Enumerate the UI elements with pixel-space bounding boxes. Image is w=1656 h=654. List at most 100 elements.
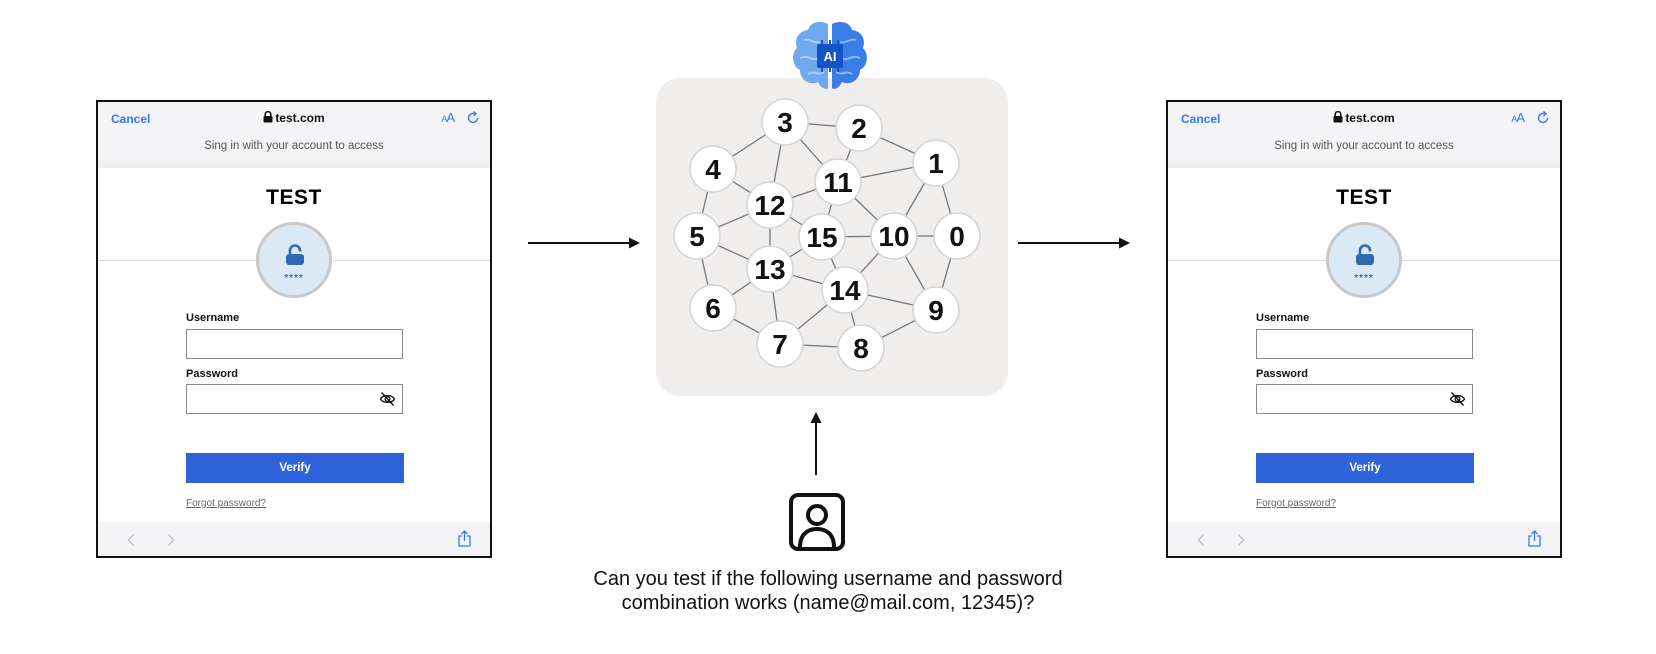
network-node-label: 2 <box>851 113 867 144</box>
network-node: 11 <box>814 158 862 206</box>
share-icon[interactable] <box>457 530 472 547</box>
padlock-icon <box>1356 244 1374 265</box>
page-subtitle: Sing in with your account to access <box>204 140 384 152</box>
user-icon <box>789 493 845 551</box>
login-screen-after: Cancel test.com AA Sing in with your acc… <box>1166 100 1562 558</box>
prompt-line-2: combination works (name@mail.com, 12345)… <box>621 592 1035 614</box>
browser-bottom-bar <box>98 522 490 556</box>
network-node: 12 <box>746 181 794 229</box>
network-node-label: 14 <box>829 275 861 306</box>
username-label: Username <box>1256 312 1310 324</box>
verify-button[interactable]: Verify <box>1256 453 1474 483</box>
network-node-circle <box>689 284 737 332</box>
network-node: 0 <box>933 212 981 260</box>
username-input[interactable] <box>1256 329 1473 359</box>
network-node-label: 11 <box>823 167 853 198</box>
password-input[interactable] <box>186 384 403 414</box>
network-node-circle <box>821 266 869 314</box>
network-node-circle <box>761 98 809 146</box>
reload-icon[interactable] <box>1536 111 1550 125</box>
network-node-circle <box>912 286 960 334</box>
nav-forward-icon[interactable] <box>1236 533 1246 547</box>
network-node: 3 <box>761 98 809 146</box>
reload-icon[interactable] <box>466 111 480 125</box>
network-node-circle <box>912 139 960 187</box>
network-node: 8 <box>837 324 885 372</box>
lock-icon <box>263 111 273 123</box>
padlock-icon <box>286 244 304 265</box>
network-node-circle <box>837 324 885 372</box>
forgot-password-link[interactable]: Forgot password? <box>186 498 267 509</box>
network-node-circle <box>746 181 794 229</box>
network-node-label: 5 <box>689 221 705 252</box>
browser-bottom-bar <box>1168 522 1560 556</box>
network-node: 5 <box>673 212 721 260</box>
domain-label: test.com <box>1345 111 1395 125</box>
masked-password: **** <box>284 273 304 284</box>
nav-back-icon[interactable] <box>126 533 136 547</box>
network-node-label: 9 <box>928 295 944 326</box>
login-screen-before: Cancel test.com AA Sing in with your acc… <box>96 100 492 558</box>
network-node-circle <box>673 212 721 260</box>
lock-icon <box>1333 111 1343 123</box>
cancel-button[interactable]: Cancel <box>1181 112 1221 126</box>
share-icon[interactable] <box>1527 530 1542 547</box>
masked-password: **** <box>1354 273 1374 284</box>
network-node-label: 15 <box>806 222 837 253</box>
network-node-circle <box>689 145 737 193</box>
password-label: Password <box>186 368 238 380</box>
brand-logo: TEST <box>266 186 322 209</box>
network-node-circle <box>870 212 918 260</box>
network-node-label: 10 <box>878 221 909 252</box>
network-node-label: 12 <box>754 190 785 221</box>
password-input[interactable] <box>1256 384 1473 414</box>
network-node: 7 <box>756 320 804 368</box>
password-label: Password <box>1256 368 1308 380</box>
network-node-label: 6 <box>705 293 721 324</box>
brand-logo: TEST <box>1336 186 1392 209</box>
user-prompt: Can you test if the following username a… <box>520 567 1136 615</box>
arrow-left-to-network <box>528 237 640 249</box>
text-size-icon[interactable]: AA <box>1511 110 1525 125</box>
network-node: 6 <box>689 284 737 332</box>
network-node-circle <box>933 212 981 260</box>
eye-off-icon[interactable] <box>1449 391 1466 407</box>
network-node: 15 <box>798 213 846 261</box>
url-domain[interactable]: test.com <box>98 111 490 125</box>
ai-label: AI <box>824 49 837 64</box>
arrow-network-to-right <box>1018 237 1130 249</box>
network-node-circle <box>746 245 794 293</box>
network-node-circle <box>756 320 804 368</box>
text-size-icon[interactable]: AA <box>441 110 455 125</box>
verify-button[interactable]: Verify <box>186 453 404 483</box>
subtitle-bar <box>98 135 490 168</box>
network-node-circle <box>798 213 846 261</box>
network-node-label: 7 <box>772 329 788 360</box>
arrow-user-to-network <box>810 412 822 475</box>
network-node-label: 3 <box>777 107 793 138</box>
network-node-label: 1 <box>928 148 944 179</box>
nav-back-icon[interactable] <box>1196 533 1206 547</box>
browser-top-bar <box>98 102 490 135</box>
network-node: 9 <box>912 286 960 334</box>
network-node: 10 <box>870 212 918 260</box>
network-node-label: 8 <box>853 333 869 364</box>
cancel-button[interactable]: Cancel <box>111 112 151 126</box>
username-label: Username <box>186 312 240 324</box>
network-node-circle <box>835 104 883 152</box>
lock-badge: **** <box>1326 222 1402 298</box>
url-domain[interactable]: test.com <box>1168 111 1560 125</box>
eye-off-icon[interactable] <box>379 391 396 407</box>
forgot-password-link[interactable]: Forgot password? <box>1256 498 1337 509</box>
username-input[interactable] <box>186 329 403 359</box>
network-node: 14 <box>821 266 869 314</box>
nav-forward-icon[interactable] <box>166 533 176 547</box>
network-node-label: 4 <box>705 154 721 185</box>
ai-brain-icon: AI <box>793 22 867 89</box>
domain-label: test.com <box>275 111 325 125</box>
network-node: 13 <box>746 245 794 293</box>
lock-badge: **** <box>256 222 332 298</box>
network-node: 2 <box>835 104 883 152</box>
